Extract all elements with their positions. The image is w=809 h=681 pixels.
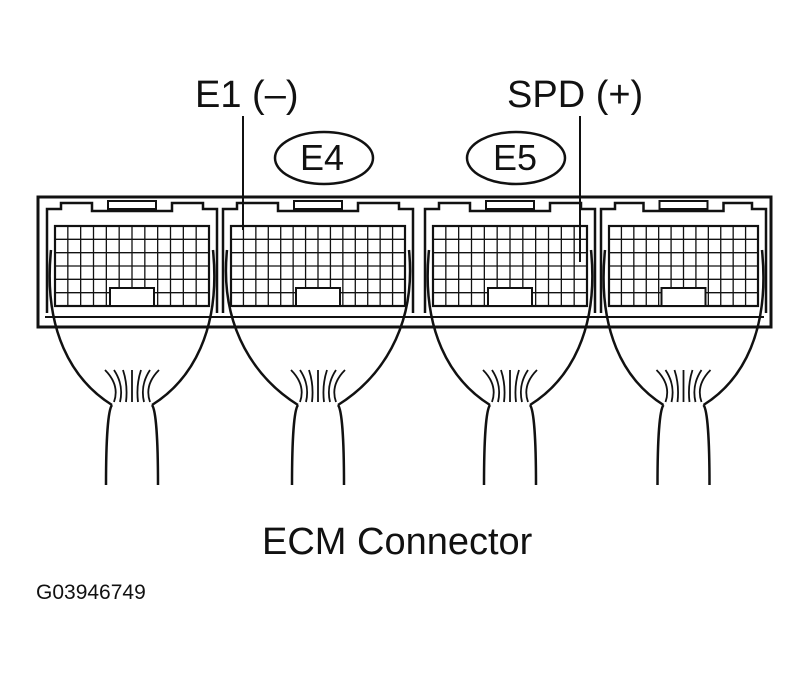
wire-strand: [322, 369, 328, 403]
block-frame: [423, 201, 597, 313]
wire-strand: [655, 369, 669, 403]
connector-id-ovals: [273, 130, 567, 186]
block-frame: [45, 201, 219, 313]
wire-strand: [664, 369, 674, 403]
wire-strand: [333, 369, 346, 403]
harness-cable: [104, 404, 160, 486]
oval-e5: [465, 130, 567, 186]
wire-strand: [673, 369, 679, 403]
latch-tab: [658, 200, 709, 210]
wire-strand: [688, 369, 694, 403]
wire-harnesses: [48, 249, 765, 486]
harness-cable: [482, 404, 538, 486]
key-notch: [660, 287, 707, 307]
figure-code: G03946749: [36, 581, 146, 604]
harness-cable: [290, 404, 346, 486]
wire-strand: [525, 369, 538, 403]
housing-outline: [36, 195, 773, 329]
connector-label-e5: E5: [493, 137, 538, 178]
wire-strand: [482, 369, 495, 403]
connector-block-4: [599, 200, 768, 313]
wire-strand: [141, 369, 151, 403]
harness-3: [426, 249, 594, 486]
latch-tab: [293, 200, 343, 210]
wire-strand: [327, 369, 337, 403]
harness-bulb: [224, 249, 412, 407]
wire-strand: [113, 369, 123, 403]
pin-label-e1: E1 (–): [195, 74, 299, 116]
connector-label-e4: E4: [300, 137, 345, 178]
wire-strand: [698, 369, 712, 403]
wire-strand: [693, 369, 703, 403]
key-notch: [487, 287, 533, 307]
wire-strand: [500, 369, 506, 403]
harness-2: [224, 249, 412, 486]
wire-strand: [104, 369, 117, 403]
harness-bulb: [48, 249, 216, 407]
wire-strand: [491, 369, 501, 403]
wire-strand: [308, 369, 314, 403]
pin-leader-lines: [242, 116, 581, 262]
key-notch: [109, 287, 155, 307]
connector-block-3: [423, 200, 597, 313]
harness-cable: [656, 404, 711, 486]
latch-tab: [107, 200, 157, 210]
oval-e4: [273, 130, 375, 186]
diagram-caption: ECM Connector: [262, 521, 533, 563]
latch-tab: [485, 200, 535, 210]
wire-strand: [299, 369, 309, 403]
wire-strand: [147, 369, 160, 403]
wire-strand: [519, 369, 529, 403]
connector-blocks: [45, 200, 768, 313]
wire-strand: [122, 369, 128, 403]
connector-block-1: [45, 200, 219, 313]
harness-4: [602, 249, 765, 486]
wire-strand: [290, 369, 303, 403]
harness-bulb: [602, 249, 765, 407]
wire-strand: [136, 369, 142, 403]
key-notch: [295, 287, 341, 307]
harness-bulb: [426, 249, 594, 407]
pin-label-spd: SPD (+): [507, 74, 644, 116]
block-frame: [221, 201, 415, 313]
wire-strand: [514, 369, 520, 403]
connector-block-2: [221, 200, 415, 313]
harness-1: [48, 249, 216, 486]
block-frame: [599, 201, 768, 313]
